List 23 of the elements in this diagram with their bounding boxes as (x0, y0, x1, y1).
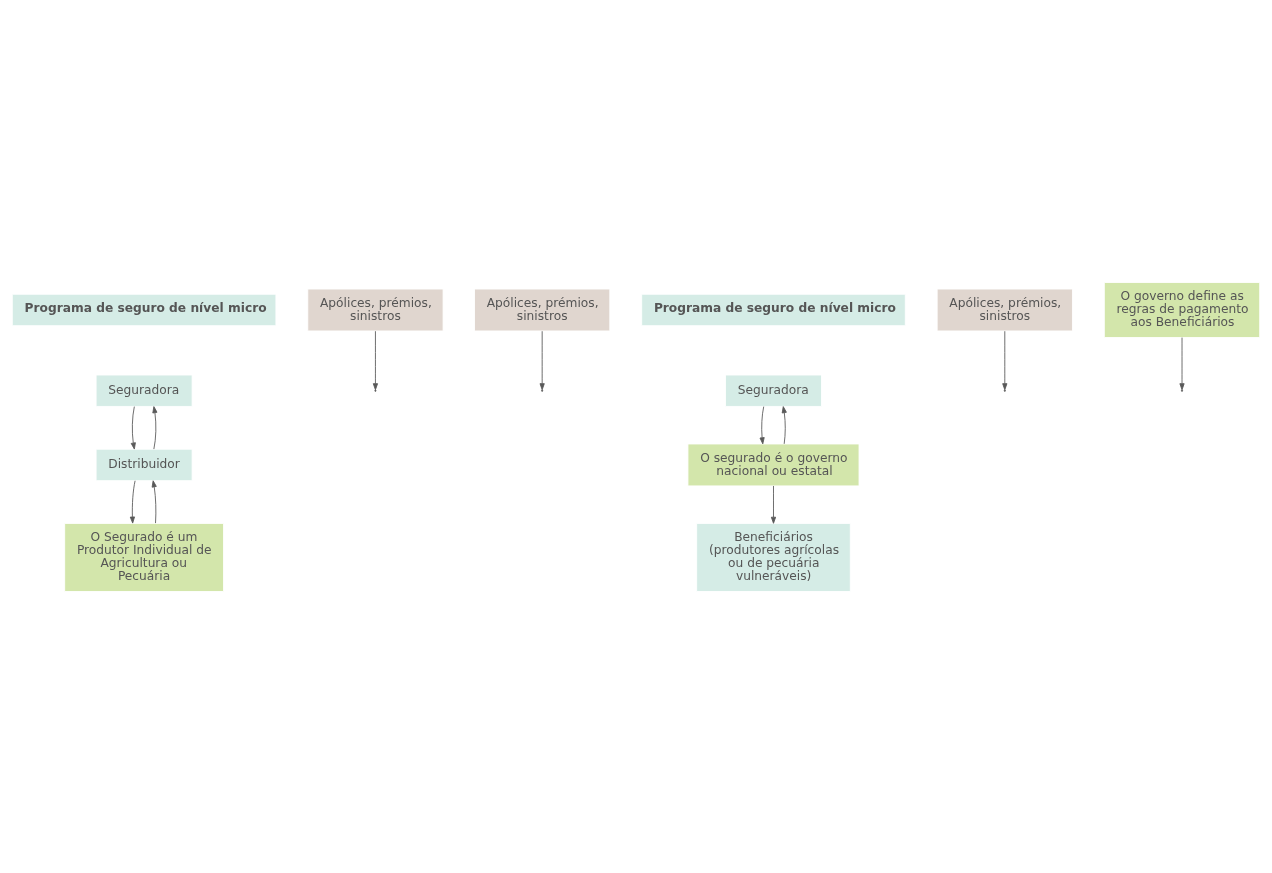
node-box: Programa de seguro de nível micro (11, 293, 277, 326)
node-box: Beneficiários (produtores agrícolas ou de pecuária vulneráveis) (696, 522, 851, 592)
arrow (1179, 336, 1185, 390)
node-box: O Segurado é um Produtor Individual de Agricultura ou Pecuária (64, 522, 224, 592)
arrow (1002, 330, 1008, 390)
arrow (770, 485, 777, 524)
arrow (151, 479, 157, 524)
node-box: O governo define as regras de pagamento aos Beneficiários (1103, 281, 1261, 338)
arrow (130, 405, 136, 449)
node-box: Seguradora (725, 374, 822, 407)
node-box: Distribuidor (95, 448, 193, 481)
arrow (129, 479, 136, 524)
arrow (539, 330, 545, 390)
arrow (372, 330, 378, 390)
node-box: Apólices, prémios, sinistros (936, 288, 1073, 331)
node-box: Apólices, prémios, sinistros (307, 288, 444, 331)
arrow (781, 405, 787, 444)
node-box: Programa de seguro de nível micro (641, 293, 906, 326)
node-box: O segurado é o governo nacional ou estatal (687, 443, 860, 486)
node-box: Apólices, prémios, sinistros (474, 288, 611, 331)
node-box: Seguradora (95, 374, 193, 407)
arrow (759, 405, 765, 444)
arrow (152, 405, 158, 449)
